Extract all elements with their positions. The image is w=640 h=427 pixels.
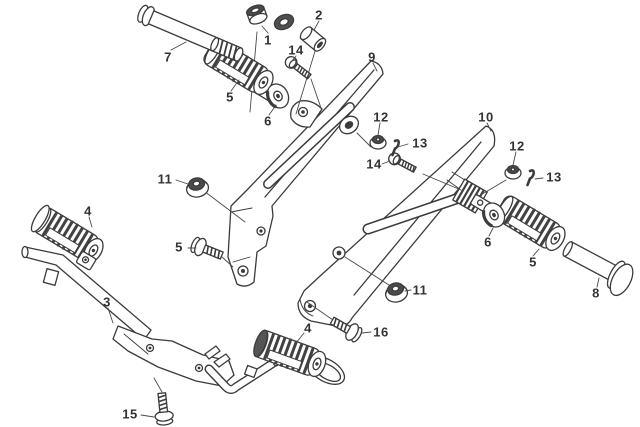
bolt-15 <box>152 391 175 427</box>
leader-lines <box>88 20 600 418</box>
knurled-ring-1 <box>273 13 295 31</box>
bolt-8 <box>562 241 634 297</box>
nut-12-left <box>369 134 387 150</box>
callout-nut-12-left: 12 <box>373 109 389 125</box>
callout-bolt-7: 7 <box>164 49 172 65</box>
mount-bar-3 <box>21 245 281 394</box>
callout-bolt-15: 15 <box>122 406 138 422</box>
installation-lines <box>153 31 507 393</box>
callout-clip-13-right: 13 <box>546 169 562 185</box>
callout-bar-3: 3 <box>103 294 111 310</box>
callout-footpeg-4-left: 4 <box>84 203 92 219</box>
bolt-14-top <box>282 53 314 82</box>
callout-footpeg-4-bottom: 4 <box>304 320 312 336</box>
callout-bolt-14-middle: 14 <box>366 156 382 172</box>
callout-bracket-9: 9 <box>368 49 376 65</box>
callout-nut-11-left: 11 <box>157 171 173 187</box>
bolt-7 <box>137 4 244 62</box>
callout-nut-1: 1 <box>264 32 272 48</box>
nut-11-left <box>183 175 211 200</box>
callout-nut-12-right: 12 <box>509 138 525 154</box>
callout-nut-11-right: 11 <box>412 282 428 298</box>
callout-clip-13-left: 13 <box>412 135 428 151</box>
callout-bracket-10: 10 <box>478 109 494 125</box>
spacer-2 <box>299 26 327 52</box>
bracket-9 <box>227 60 384 287</box>
callout-bolt-8: 8 <box>592 285 600 301</box>
callout-footpeg-5-right: 5 <box>529 254 537 270</box>
bolt-5-left <box>187 234 226 265</box>
clip-13-right <box>526 169 535 187</box>
callout-bolt-14-top: 14 <box>288 42 304 58</box>
callout-washer-6-right: 6 <box>484 234 492 250</box>
callout-washer-6-top: 6 <box>264 113 272 129</box>
callout-footpeg-5-top: 5 <box>226 89 234 105</box>
nut-12-right <box>504 164 522 180</box>
callout-spacer-2: 2 <box>315 7 323 23</box>
callout-bolt-16: 16 <box>373 324 389 340</box>
collar-nut-1 <box>246 4 268 25</box>
bracket-10 <box>297 125 496 327</box>
footpeg-bottom-4 <box>250 327 346 385</box>
footpeg-left-4 <box>29 204 109 271</box>
callout-bolt-5-left: 5 <box>175 239 183 255</box>
